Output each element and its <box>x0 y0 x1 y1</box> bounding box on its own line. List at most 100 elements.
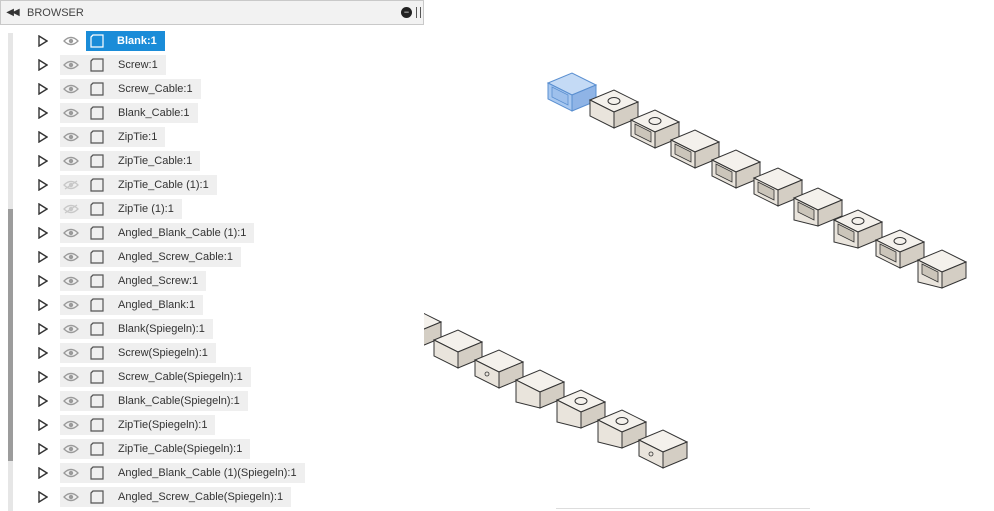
tree-item[interactable]: Screw_Cable(Spiegeln):1 <box>60 367 251 387</box>
eye-hidden-icon[interactable] <box>60 199 82 219</box>
eye-icon[interactable] <box>60 55 82 75</box>
tree-row[interactable]: Screw_Cable:1 <box>36 79 201 99</box>
tree-row[interactable]: Blank(Spiegeln):1 <box>36 319 213 339</box>
eye-icon[interactable] <box>60 247 82 267</box>
eye-icon[interactable] <box>60 223 82 243</box>
tree-row[interactable]: Angled_Screw_Cable(Spiegeln):1 <box>36 487 292 507</box>
expand-triangle-icon[interactable] <box>36 319 50 339</box>
expand-triangle-icon[interactable] <box>36 271 50 291</box>
expand-triangle-icon[interactable] <box>36 127 50 147</box>
tree-item[interactable]: ZipTie_Cable(Spiegeln):1 <box>60 439 251 459</box>
expand-triangle-icon[interactable] <box>36 247 50 267</box>
expand-triangle-icon[interactable] <box>36 343 50 363</box>
part[interactable] <box>637 429 689 469</box>
eye-icon[interactable] <box>60 439 82 459</box>
tree-item[interactable]: Blank_Cable(Spiegeln):1 <box>60 391 248 411</box>
tree-item[interactable]: Blank:1 <box>60 31 165 51</box>
expand-triangle-icon[interactable] <box>36 415 50 435</box>
expand-triangle-icon[interactable] <box>36 175 50 195</box>
expand-triangle-icon[interactable] <box>36 487 50 507</box>
tree-item[interactable]: ZipTie(Spiegeln):1 <box>60 415 216 435</box>
expand-triangle-icon[interactable] <box>36 367 50 387</box>
expand-triangle-icon[interactable] <box>36 439 50 459</box>
scrollbar-thumb[interactable] <box>8 209 13 461</box>
tree-row[interactable]: ZipTie_Cable:1 <box>36 151 201 171</box>
tree-row[interactable]: ZipTie_Cable(Spiegeln):1 <box>36 439 251 459</box>
part[interactable] <box>629 109 681 149</box>
eye-icon[interactable] <box>60 79 82 99</box>
tree-item[interactable]: Screw_Cable:1 <box>60 79 201 99</box>
tree-item[interactable]: ZipTie_Cable (1):1 <box>60 175 217 195</box>
eye-icon[interactable] <box>60 487 82 507</box>
expand-triangle-icon[interactable] <box>36 463 50 483</box>
tree-item[interactable]: ZipTie:1 <box>60 127 166 147</box>
tree-item[interactable]: Screw(Spiegeln):1 <box>60 343 216 363</box>
part[interactable] <box>710 149 762 189</box>
tree-row[interactable]: Screw(Spiegeln):1 <box>36 343 216 363</box>
eye-icon[interactable] <box>60 151 82 171</box>
eye-icon[interactable] <box>60 367 82 387</box>
tree-row[interactable]: ZipTie (1):1 <box>36 199 182 219</box>
tree-item[interactable]: Angled_Screw_Cable(Spiegeln):1 <box>60 487 292 507</box>
eye-icon[interactable] <box>60 127 82 147</box>
tree-row[interactable]: Angled_Blank_Cable (1):1 <box>36 223 255 243</box>
collapse-panel-button[interactable]: ◀◀ <box>1 1 23 24</box>
eye-icon[interactable] <box>60 391 82 411</box>
tree-row[interactable]: ZipTie_Cable (1):1 <box>36 175 217 195</box>
part[interactable] <box>555 389 607 429</box>
eye-icon[interactable] <box>60 271 82 291</box>
part[interactable] <box>588 89 640 129</box>
tree-row[interactable]: Blank_Cable(Spiegeln):1 <box>36 391 248 411</box>
expand-triangle-icon[interactable] <box>36 55 50 75</box>
tree-scrollbar[interactable] <box>8 33 13 511</box>
eye-icon[interactable] <box>60 103 82 123</box>
tree-item[interactable]: Blank(Spiegeln):1 <box>60 319 213 339</box>
part[interactable] <box>669 129 721 169</box>
tree-row[interactable]: Screw_Cable(Spiegeln):1 <box>36 367 251 387</box>
eye-icon[interactable] <box>60 295 82 315</box>
part[interactable] <box>752 167 804 207</box>
tree-row[interactable]: Blank:1 <box>36 31 165 51</box>
selected-part[interactable] <box>546 72 598 112</box>
part[interactable] <box>792 187 844 227</box>
panel-resize-handle[interactable] <box>416 7 421 18</box>
tree-row[interactable]: Angled_Blank:1 <box>36 295 204 315</box>
minimize-icon[interactable]: − <box>401 7 412 18</box>
eye-hidden-icon[interactable] <box>60 175 82 195</box>
expand-triangle-icon[interactable] <box>36 199 50 219</box>
tree-item[interactable]: Blank_Cable:1 <box>60 103 198 123</box>
expand-triangle-icon[interactable] <box>36 295 50 315</box>
expand-triangle-icon[interactable] <box>36 151 50 171</box>
tree-row[interactable]: Screw:1 <box>36 55 166 75</box>
expand-triangle-icon[interactable] <box>36 223 50 243</box>
tree-row[interactable]: Angled_Screw_Cable:1 <box>36 247 241 267</box>
tree-item[interactable]: Angled_Screw_Cable:1 <box>60 247 241 267</box>
tree-item[interactable]: Angled_Screw:1 <box>60 271 207 291</box>
tree-row[interactable]: ZipTie(Spiegeln):1 <box>36 415 216 435</box>
part[interactable] <box>514 369 566 409</box>
part[interactable] <box>596 409 648 449</box>
expand-triangle-icon[interactable] <box>36 79 50 99</box>
tree-item[interactable]: ZipTie (1):1 <box>60 199 182 219</box>
tree-row[interactable]: Angled_Blank_Cable (1)(Spiegeln):1 <box>36 463 305 483</box>
expand-triangle-icon[interactable] <box>36 31 50 51</box>
3d-viewport[interactable] <box>424 0 994 511</box>
tree-item[interactable]: Angled_Blank:1 <box>60 295 204 315</box>
tree-item[interactable]: Screw:1 <box>60 55 166 75</box>
eye-icon[interactable] <box>60 31 82 51</box>
tree-item[interactable]: ZipTie_Cable:1 <box>60 151 201 171</box>
eye-icon[interactable] <box>60 319 82 339</box>
expand-triangle-icon[interactable] <box>36 391 50 411</box>
tree-row[interactable]: ZipTie:1 <box>36 127 166 147</box>
tree-item[interactable]: Angled_Blank_Cable (1)(Spiegeln):1 <box>60 463 305 483</box>
expand-triangle-icon[interactable] <box>36 103 50 123</box>
tree-item[interactable]: Angled_Blank_Cable (1):1 <box>60 223 255 243</box>
tree-row[interactable]: Angled_Screw:1 <box>36 271 207 291</box>
part[interactable] <box>473 349 525 389</box>
part[interactable] <box>874 229 926 269</box>
eye-icon[interactable] <box>60 343 82 363</box>
tree-row[interactable]: Blank_Cable:1 <box>36 103 198 123</box>
eye-icon[interactable] <box>60 463 82 483</box>
eye-icon[interactable] <box>60 415 82 435</box>
part[interactable] <box>916 249 968 289</box>
